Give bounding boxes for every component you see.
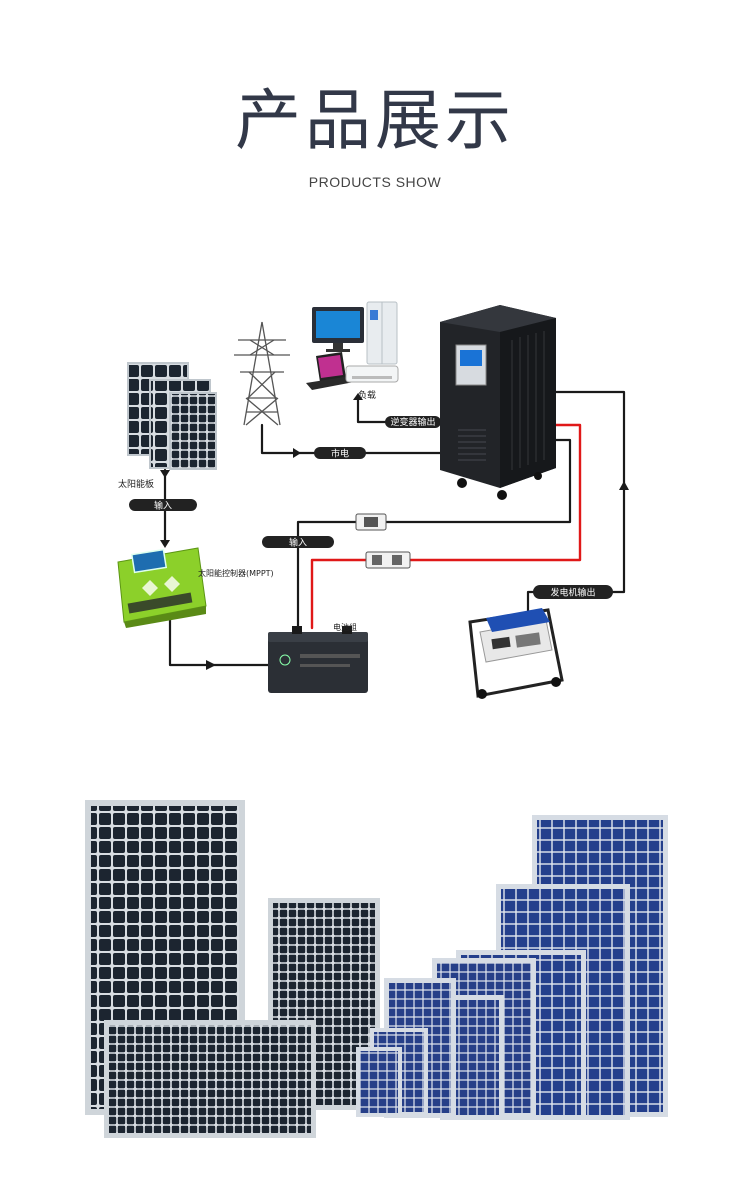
generator-output-pill: 发电机输出 [533,585,613,599]
inverter-output-pill: 逆变器输出 [385,416,441,428]
grid-pill: 市电 [314,447,366,460]
arrow-down-icon [160,540,170,548]
battery-label: 电池组 [333,622,357,632]
arrow-right-icon [206,660,216,670]
svg-text:市电: 市电 [331,448,349,460]
svg-text:发电机输出: 发电机输出 [550,587,595,599]
input-pill-2: 输入 [262,536,334,549]
solar-panel-stack [127,362,217,470]
wires [163,390,626,667]
input-pill-1: 输入 [129,499,197,512]
battery-bank [268,626,368,693]
controller-label: 太阳能控制器(MPPT) [198,568,274,578]
svg-text:逆变器输出: 逆变器输出 [390,416,435,428]
breaker-red [365,551,411,569]
load-label: 负载 [358,389,376,401]
battery-negative-wire [296,438,572,630]
solar-panels-showcase [85,800,668,1138]
svg-text:输入: 输入 [154,500,172,512]
svg-text:输入: 输入 [289,537,307,549]
arrow-down-icon [160,470,170,478]
generator [468,608,564,699]
inverter-cabinet [440,305,556,500]
grid-wire [260,423,447,455]
load-appliances [306,301,399,390]
battery-positive-wire [310,423,582,630]
arrow-up-icon [619,481,629,490]
generator-wire [526,390,626,614]
page-subtitle: PRODUCTS SHOW [308,174,442,190]
solar-panel-label: 太阳能板 [118,478,154,490]
arrow-up-icon [353,393,363,400]
solar-controller [117,547,207,628]
controller-to-battery-wire [168,613,270,667]
transmission-tower-icon [234,321,290,426]
page-title: 产品展示 [235,82,515,159]
breaker-black [355,513,387,531]
arrow-right-icon [293,448,301,458]
flow-arrows [160,393,629,670]
